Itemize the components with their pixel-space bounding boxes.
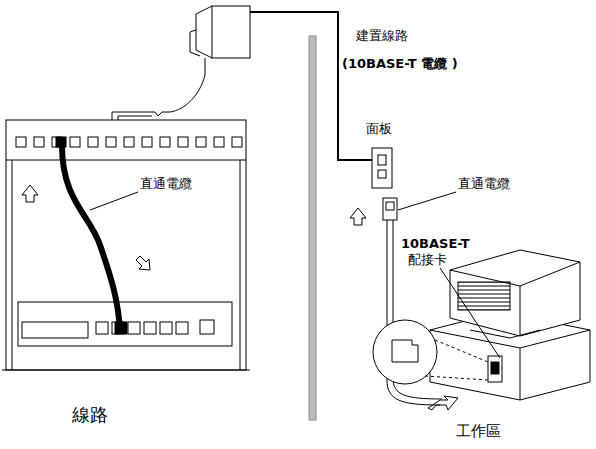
patch-port <box>16 137 26 147</box>
hub-port <box>96 322 108 334</box>
hub-port <box>160 322 172 334</box>
cable-type-label: (10BASE-T 電纜 ) <box>342 56 458 72</box>
area-label: 線路 <box>72 404 108 426</box>
hub-port <box>176 322 188 334</box>
area-label: 工作區 <box>456 422 501 440</box>
patch-port <box>142 137 152 147</box>
adapter-label: 配接卡 <box>408 252 447 268</box>
patch-port <box>214 137 224 147</box>
cable-label: 直通電纜 <box>458 176 510 192</box>
adapter-label: 10BASE-T <box>401 236 470 252</box>
patch-port <box>70 137 80 147</box>
cable-label: 直通電纜 <box>140 176 192 192</box>
hub-port <box>128 322 140 334</box>
patch-port <box>34 137 44 147</box>
patch-port <box>106 137 116 147</box>
patch-port <box>196 137 206 147</box>
hub-port <box>144 322 156 334</box>
patch-port <box>160 137 170 147</box>
patch-port <box>178 137 188 147</box>
patch-port <box>124 137 134 147</box>
cable-label: 建置線路 <box>356 28 408 44</box>
patch-port <box>88 137 98 147</box>
patch-port <box>232 137 242 147</box>
faceplate-label: 面板 <box>366 121 392 137</box>
